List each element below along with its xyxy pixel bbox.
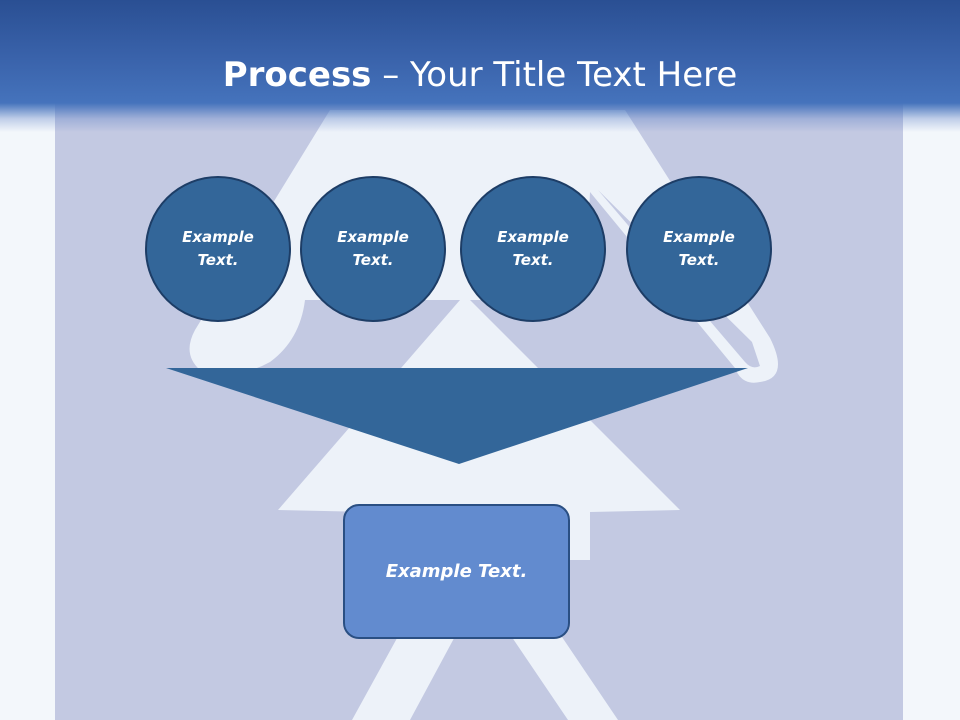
result-label: Example Text. <box>385 561 528 582</box>
title-bold: Process <box>222 55 372 95</box>
title-bar: Process – Your Title Text Here <box>0 0 960 132</box>
slide-title: Process – Your Title Text Here <box>0 52 960 98</box>
result-box[interactable]: Example Text. <box>343 504 570 639</box>
title-rest: – Your Title Text Here <box>371 55 738 95</box>
funnel-triangle <box>166 368 748 464</box>
